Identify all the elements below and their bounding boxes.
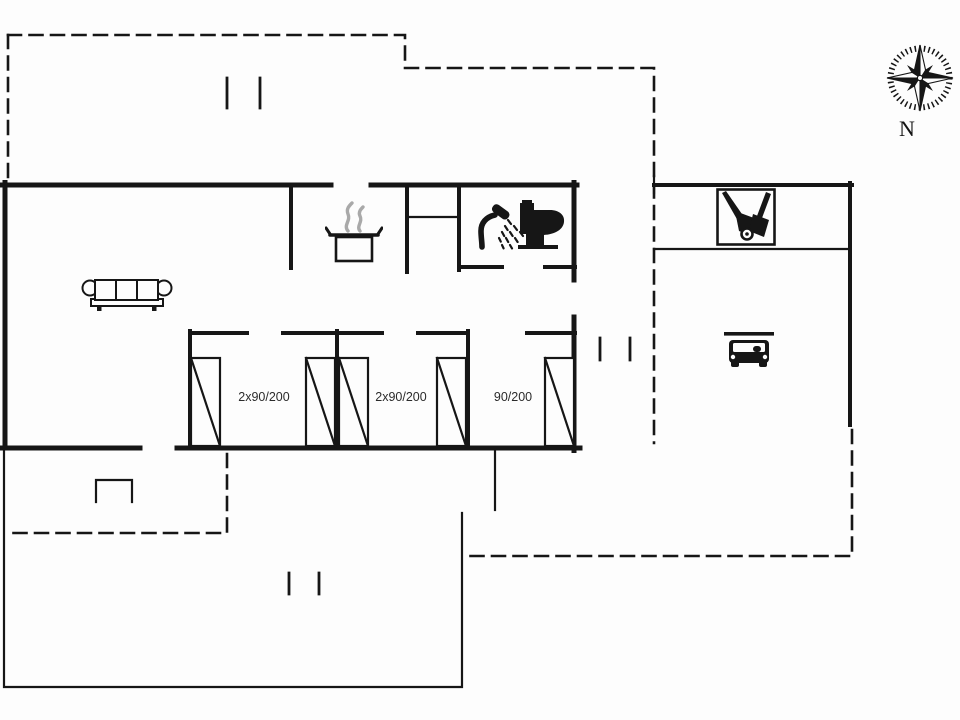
path-ticks-carport <box>598 336 632 362</box>
cooking-pot-icon <box>325 194 383 264</box>
toilet-icon <box>518 200 570 252</box>
dashed-boundary-carport <box>466 428 854 558</box>
terrace-outline <box>2 446 464 689</box>
compass-north-label: N <box>899 116 915 141</box>
path-ticks-top <box>225 76 262 110</box>
dashed-boundary-terrace <box>6 452 229 535</box>
car-icon <box>722 330 778 370</box>
bedroom1-bed-size-label: 2x90/200 <box>238 390 290 404</box>
shower-icon <box>474 203 534 253</box>
compass-rose-icon <box>882 36 958 126</box>
garden-tools-icon <box>716 188 777 248</box>
bedroom2-bed-size-label: 2x90/200 <box>375 390 427 404</box>
path-ticks-bottom <box>287 571 321 596</box>
sofa-icon <box>80 276 174 316</box>
bedroom3-bed-size-label: 90/200 <box>493 390 533 404</box>
wardrobes <box>189 356 576 448</box>
steam-line <box>357 205 365 233</box>
steam-line <box>344 201 354 233</box>
grill-icon <box>94 478 134 504</box>
